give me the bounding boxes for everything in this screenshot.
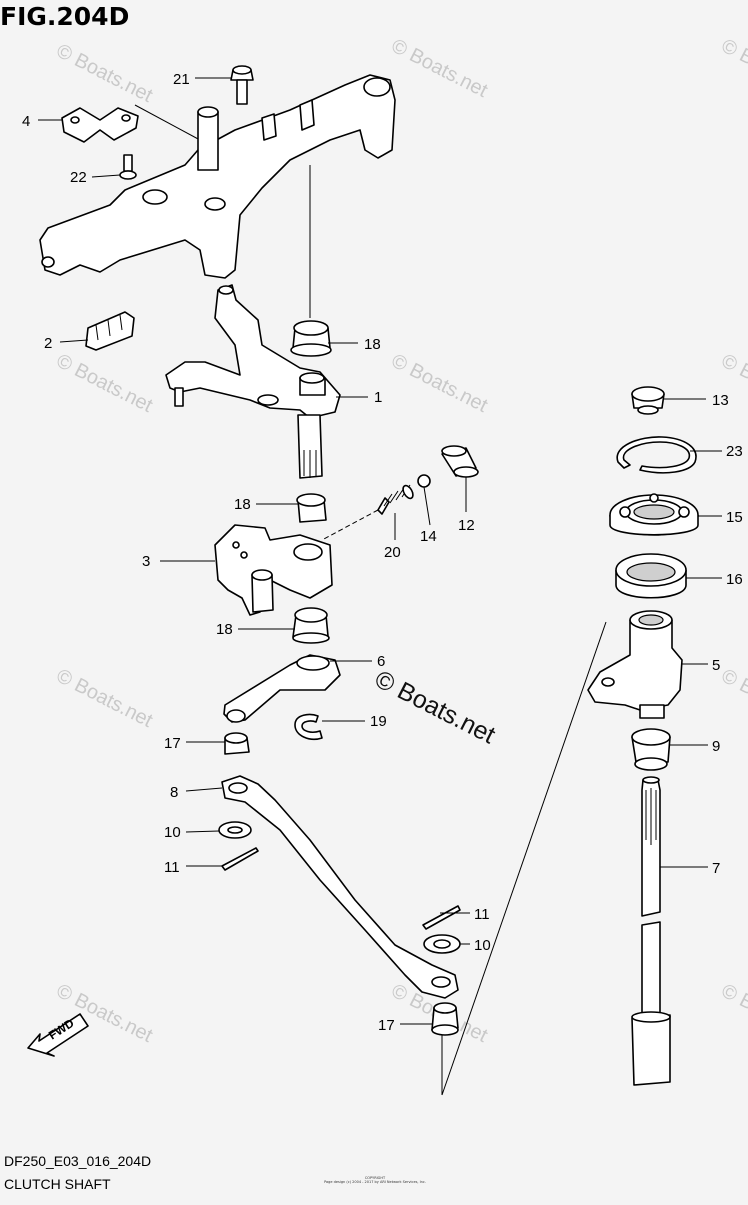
bolt-part	[230, 65, 254, 105]
part-label: 5	[712, 657, 720, 674]
washer-part	[423, 934, 461, 954]
part-label: 22	[70, 169, 87, 186]
alignment-line	[321, 509, 379, 541]
bushing-part	[290, 320, 332, 357]
figure-title: FIG.204D	[0, 2, 130, 31]
watermark-text: © Boats.net	[718, 35, 748, 102]
watermark-text: © Boats.net	[53, 350, 157, 417]
shift-cam-part	[214, 524, 333, 616]
part-label: 14	[420, 528, 437, 545]
watermark-text: © Boats.net	[388, 35, 492, 102]
footer-diagram-code: DF250_E03_016_204D	[4, 1153, 152, 1169]
bushing-part	[296, 493, 327, 523]
clip-part	[85, 311, 135, 351]
watermark-text: © Boats.net	[53, 40, 157, 107]
sleeve-part	[441, 445, 479, 478]
alignment-line	[134, 104, 201, 141]
part-label: 19	[370, 713, 387, 730]
bearing-part	[609, 493, 699, 536]
clutch-arm-part	[223, 654, 341, 723]
part-label: 3	[142, 553, 150, 570]
collar-part	[431, 1002, 459, 1036]
forward-arrow: FWD	[27, 1013, 89, 1057]
shift-lever-part	[165, 284, 341, 479]
part-label: 13	[712, 392, 729, 409]
shaft-collar-part	[631, 728, 671, 771]
part-labels: 4 22 21 2 18 1 12 14 20 18 3 18 6 19 17 …	[22, 71, 743, 1034]
part-label: 20	[384, 544, 401, 561]
part-label: 21	[173, 71, 190, 88]
part-label: 11	[164, 859, 180, 876]
watermark-text: © Boats.net	[718, 980, 748, 1047]
part-label: 15	[726, 509, 743, 526]
part-label: 17	[378, 1017, 395, 1034]
cotter-pin-part	[422, 905, 461, 930]
part-label: 4	[22, 113, 30, 130]
part-label: 18	[216, 621, 233, 638]
part-label: 18	[364, 336, 381, 353]
part-label: 2	[44, 335, 52, 352]
copyright-line: Page design (c) 2004 - 2017 by ARI Netwo…	[324, 1180, 426, 1184]
shift-rod-guide-part	[587, 610, 683, 719]
part-label: 1	[374, 389, 382, 406]
watermark-text: © Boats.net	[388, 350, 492, 417]
circlip-part	[616, 436, 697, 474]
alignment-line	[441, 621, 607, 1096]
part-label: 10	[474, 937, 491, 954]
link-rod-part	[221, 775, 459, 999]
copyright-notice: COPYRIGHT Page design (c) 2004 - 2017 by…	[300, 1176, 450, 1184]
bracket-plate-part	[61, 107, 139, 143]
part-label: 12	[458, 517, 475, 534]
screw-part	[119, 154, 137, 180]
oil-seal-part	[615, 553, 687, 599]
footer-section-title: CLUTCH SHAFT	[4, 1176, 111, 1192]
part-label: 23	[726, 443, 743, 460]
detent-ball-part	[417, 474, 431, 488]
snap-ring-part	[294, 713, 323, 741]
part-label: 11	[474, 906, 490, 923]
spring-part	[377, 484, 414, 515]
leader-lines	[38, 77, 722, 1025]
bushing-part	[292, 607, 330, 644]
part-label: 6	[377, 653, 385, 670]
part-label: 17	[164, 735, 181, 752]
watermark-text: © Boats.net	[718, 665, 748, 732]
part-label: 8	[170, 784, 178, 801]
part-label: 10	[164, 824, 181, 841]
cotter-pin-part	[221, 847, 259, 871]
part-label: 16	[726, 571, 743, 588]
collar-part	[224, 732, 250, 755]
watermark-text: © Boats.net	[53, 665, 157, 732]
part-label: 18	[234, 496, 251, 513]
part-label: 7	[712, 860, 720, 877]
plug-bolt-part	[631, 386, 665, 415]
part-label: 9	[712, 738, 720, 755]
washer-part	[218, 821, 252, 839]
copyright-line: COPYRIGHT	[364, 1176, 386, 1180]
clutch-bracket-part	[39, 74, 396, 279]
clutch-shaft-part	[631, 776, 671, 1086]
